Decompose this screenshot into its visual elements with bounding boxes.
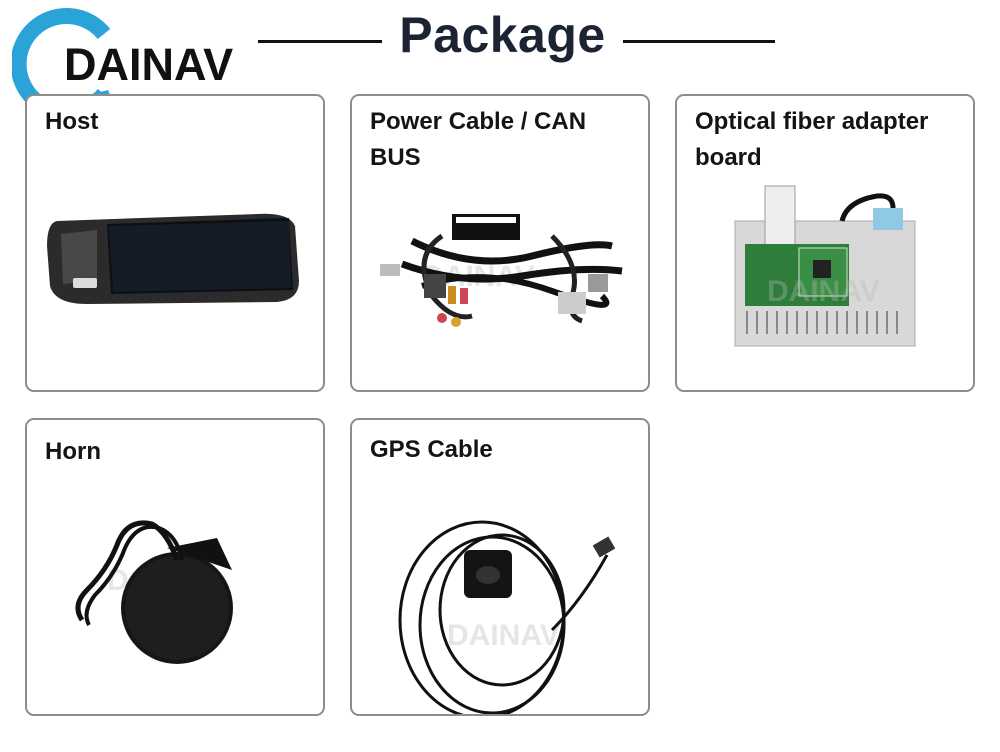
fiber-adapter-board-image: DAINAV [734,185,916,347]
item-label-gps-cable: GPS Cable [370,436,493,463]
wiring-harness-image: DAINAV [380,214,623,327]
package-item-horn: DAINAV Horn [25,418,325,716]
gps-antenna-image: DAINAV [398,520,616,714]
package-item-host: DAINAV Host [25,94,325,392]
item-label-fiber-adapter: Optical fiber adapter board [695,108,929,171]
item-label-horn: Horn [45,438,101,465]
speaker-image: DAINAV [75,520,233,664]
head-unit-screen-image: DAINAV [47,213,299,304]
package-item-fiber-adapter: DAINAV Optical fiber adapter board [675,94,975,392]
brand-name: DAINAV [64,39,234,90]
package-item-gps-cable: DAINAV GPS Cable [350,418,650,716]
package-item-power-cable: DAINAV Power Cable / CAN BUS [350,94,650,392]
title-rule-right [623,40,775,43]
item-label-host: Host [45,108,99,135]
page-title: Package [399,7,606,63]
svg-text:DAINAV: DAINAV [767,275,880,308]
item-label-power-cable: Power Cable / CAN BUS [370,108,587,171]
title-rule-left [258,40,382,43]
svg-text:DAINAV: DAINAV [447,619,560,652]
